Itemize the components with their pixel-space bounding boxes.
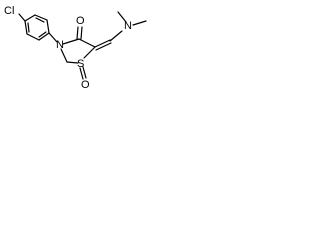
double-bond <box>76 26 79 40</box>
benzene-ring <box>24 14 50 41</box>
chlorine-atom-label: Cl <box>4 5 14 17</box>
sulfoxide-oxygen-label: O <box>81 79 90 91</box>
bond <box>66 61 79 64</box>
bond <box>109 30 123 42</box>
double-bond <box>94 39 111 48</box>
bond <box>34 14 48 21</box>
double-bond-inner <box>35 17 45 23</box>
bond <box>48 32 58 43</box>
bond <box>46 19 50 34</box>
carbonyl-oxygen-label: O <box>76 15 85 27</box>
bond <box>24 20 28 35</box>
thiazolidine-ring <box>60 38 96 64</box>
sulfur-atom-label: S <box>77 58 84 70</box>
bond <box>78 38 96 48</box>
bond <box>18 13 26 22</box>
bond <box>117 11 127 23</box>
amine-nitrogen-label: N <box>124 20 132 32</box>
bond <box>24 14 36 22</box>
chemical-structure: Cl N O N S O <box>4 5 147 91</box>
bond <box>38 32 50 41</box>
bond <box>132 20 147 26</box>
double-bond-inner <box>27 22 30 33</box>
bond <box>62 38 80 45</box>
bond <box>60 48 68 63</box>
double-bond <box>80 26 83 40</box>
bond <box>26 33 40 41</box>
double-bond <box>79 67 84 80</box>
ring-nitrogen-label: N <box>56 39 64 51</box>
double-bond <box>82 66 87 79</box>
double-bond <box>95 42 112 51</box>
bond <box>83 46 96 59</box>
double-bond-inner <box>38 31 47 38</box>
